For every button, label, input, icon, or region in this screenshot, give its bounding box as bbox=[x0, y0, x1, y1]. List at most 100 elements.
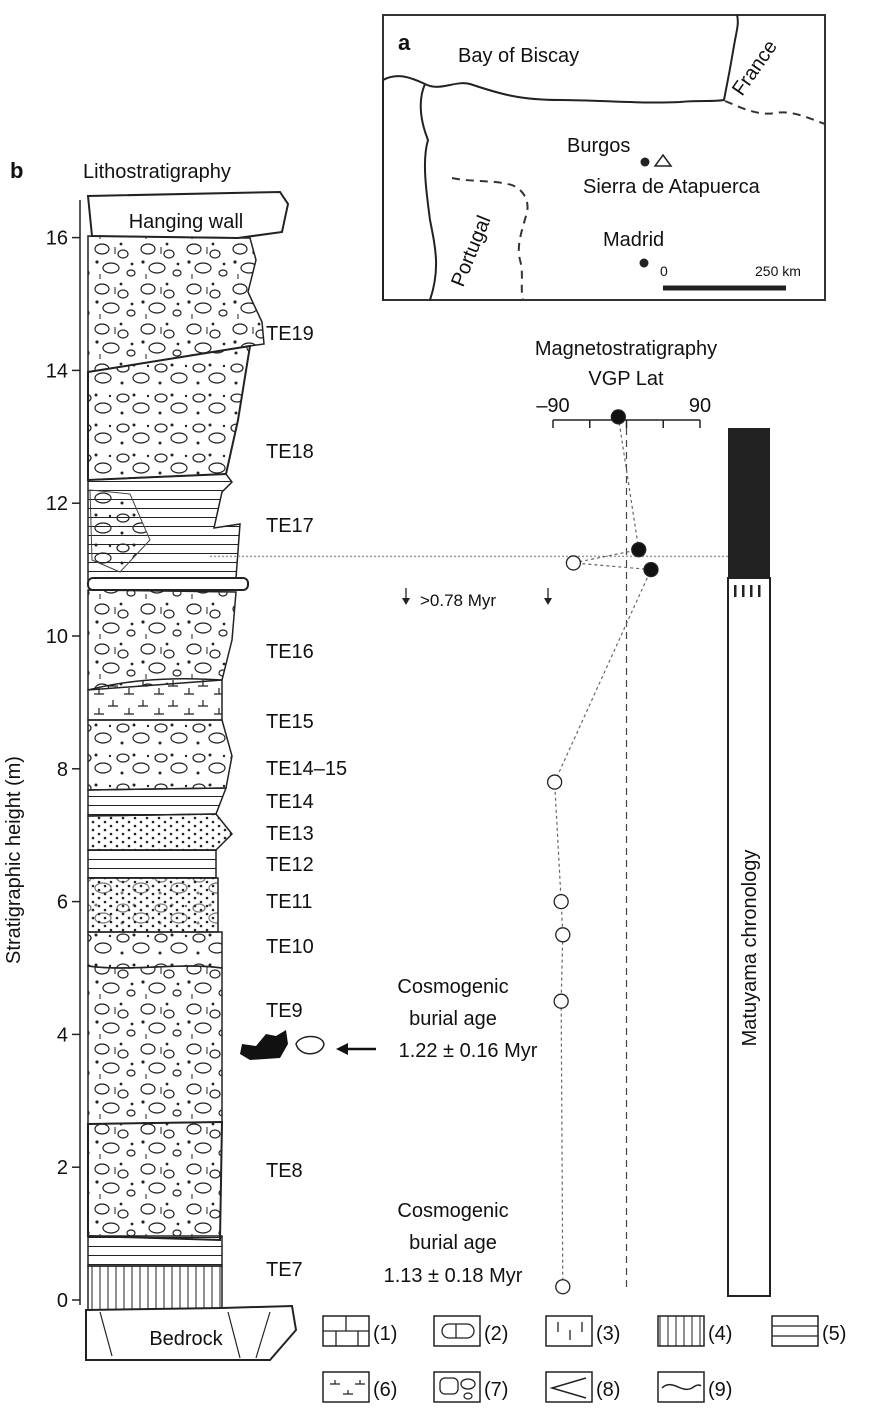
transition-tick bbox=[742, 585, 745, 597]
layer-te14 bbox=[87, 787, 228, 817]
layer-te12 bbox=[87, 849, 217, 879]
y-tick-label: 14 bbox=[46, 360, 68, 382]
legend-label-1: (1) bbox=[373, 1323, 397, 1345]
unit-label-te17: TE17 bbox=[266, 515, 314, 537]
burial-age-2-line1: Cosmogenic bbox=[397, 1200, 508, 1222]
arrow-left-icon bbox=[336, 1043, 348, 1055]
lithostratigraphic-column: Hanging wall Bedrock bbox=[85, 190, 298, 1361]
y-tick-label: 16 bbox=[46, 228, 68, 250]
layer-te16 bbox=[87, 589, 237, 691]
horizontal-lines-pattern bbox=[772, 1325, 818, 1337]
burial-age-2: Cosmogenic burial age 1.13 ± 0.18 Myr bbox=[384, 1200, 523, 1287]
clast-shape-3 bbox=[463, 1392, 473, 1400]
speleothem-pattern bbox=[441, 1323, 475, 1339]
unit-label-te14: TE14 bbox=[266, 791, 314, 813]
vgp-point-reverse bbox=[565, 555, 582, 571]
y-tick-label: 6 bbox=[57, 892, 68, 914]
transition-tick bbox=[750, 585, 753, 597]
te17-clast-lens bbox=[89, 489, 151, 573]
perpendicular-swatch bbox=[322, 1371, 370, 1403]
legend-label-3: (3) bbox=[596, 1323, 620, 1345]
unit-label-te9: TE9 bbox=[266, 1000, 303, 1022]
erosive-pattern bbox=[661, 1383, 702, 1391]
burgos-label: Burgos bbox=[567, 135, 630, 157]
panel-a-label: a bbox=[398, 30, 411, 55]
unit-label-te14-15: TE14–15 bbox=[266, 758, 347, 780]
vgp-point-reverse bbox=[553, 893, 569, 910]
magneto-title: Magnetostratigraphy bbox=[535, 338, 717, 360]
chronology-bar: Matuyama chronology bbox=[727, 428, 771, 1297]
y-tick-label: 0 bbox=[57, 1290, 68, 1312]
legend-item-7: (7) bbox=[433, 1371, 508, 1403]
vgp-tick-max: 90 bbox=[689, 395, 711, 417]
burial-age-1-line3: 1.22 ± 0.16 Myr bbox=[399, 1040, 538, 1062]
madrid-label: Madrid bbox=[603, 229, 664, 251]
fossil-find bbox=[240, 1030, 376, 1060]
boundary-age: >0.78 Myr bbox=[402, 588, 552, 610]
vgp-point-reverse bbox=[546, 774, 563, 790]
burial-age-1-line1: Cosmogenic bbox=[397, 976, 508, 998]
clast-shape-2 bbox=[460, 1378, 476, 1390]
transition-tick bbox=[758, 585, 761, 597]
layer-te7-upper bbox=[87, 1235, 223, 1267]
normal-polarity-zone bbox=[728, 428, 770, 578]
layer-te18 bbox=[87, 344, 252, 482]
legend-item-5: (5) bbox=[771, 1315, 846, 1347]
unit-label-te7: TE7 bbox=[266, 1259, 303, 1281]
france-border bbox=[724, 100, 826, 125]
transition-tick bbox=[734, 585, 737, 597]
limestone-pattern bbox=[323, 1316, 369, 1346]
contact-pattern bbox=[549, 1377, 587, 1399]
unit-label-te12: TE12 bbox=[266, 854, 314, 876]
layer-te10 bbox=[87, 931, 223, 969]
burial-age-2-line2: burial age bbox=[409, 1232, 497, 1254]
unit-labels: TE19 TE18 TE17 TE16 TE15 TE14–15 TE14 TE… bbox=[266, 323, 347, 1281]
legend-item-6: (6) bbox=[322, 1371, 397, 1403]
legend-label-8: (8) bbox=[596, 1379, 620, 1401]
scale-max: 250 km bbox=[755, 263, 801, 279]
chronology-label: Matuyama chronology bbox=[739, 850, 761, 1047]
scale-zero: 0 bbox=[660, 263, 668, 279]
location-map: a Bay of Biscay France Portugal Burgos S… bbox=[382, 14, 826, 301]
layer-te8 bbox=[87, 1120, 224, 1242]
vgp-point-reverse bbox=[555, 927, 571, 943]
reverse-polarity-zone bbox=[727, 577, 771, 1297]
vertical-mark-swatch bbox=[545, 1315, 593, 1347]
bedrock-label: Bedrock bbox=[149, 1328, 223, 1350]
arrow-down-icon bbox=[544, 598, 552, 605]
y-axis-label: Stratigraphic height (m) bbox=[3, 756, 25, 964]
hanging-wall-label: Hanging wall bbox=[129, 211, 244, 233]
vgp-title: VGP Lat bbox=[588, 368, 664, 390]
boundary-age-label: >0.78 Myr bbox=[420, 591, 496, 610]
erosive-swatch bbox=[657, 1371, 705, 1403]
burial-age-2-line3: 1.13 ± 0.18 Myr bbox=[384, 1265, 523, 1287]
unit-label-te8: TE8 bbox=[266, 1160, 303, 1182]
burial-age-1-line2: burial age bbox=[409, 1008, 497, 1030]
vgp-plot bbox=[546, 409, 659, 1295]
bedrock-joints bbox=[99, 1311, 271, 1359]
legend-label-6: (6) bbox=[373, 1379, 397, 1401]
y-tick-label: 4 bbox=[57, 1024, 68, 1046]
burgos-marker bbox=[640, 157, 650, 167]
mandible-fossil-icon bbox=[240, 1030, 288, 1060]
legend-item-8: (8) bbox=[545, 1371, 620, 1403]
legend-label-2: (2) bbox=[484, 1323, 508, 1345]
vgp-point-reverse bbox=[553, 993, 569, 1009]
legend-label-9: (9) bbox=[708, 1379, 732, 1401]
atapuerca-triangle-icon bbox=[653, 153, 673, 167]
clast-shape-1 bbox=[439, 1377, 459, 1395]
sea-label: Bay of Biscay bbox=[458, 45, 579, 67]
vgp-axis bbox=[552, 419, 701, 1290]
y-tick-label: 10 bbox=[46, 626, 68, 648]
unit-label-te13: TE13 bbox=[266, 823, 314, 845]
legend-item-1: (1) bbox=[322, 1315, 397, 1347]
legend-item-3: (3) bbox=[545, 1315, 620, 1347]
y-tick-label: 12 bbox=[46, 493, 68, 515]
legend-label-5: (5) bbox=[822, 1323, 846, 1345]
coastline bbox=[382, 14, 739, 300]
y-tick-label: 8 bbox=[57, 759, 68, 781]
horizontal-lines-swatch bbox=[771, 1315, 819, 1347]
layer-te15 bbox=[87, 678, 223, 721]
panel-b-label: b bbox=[10, 158, 23, 183]
